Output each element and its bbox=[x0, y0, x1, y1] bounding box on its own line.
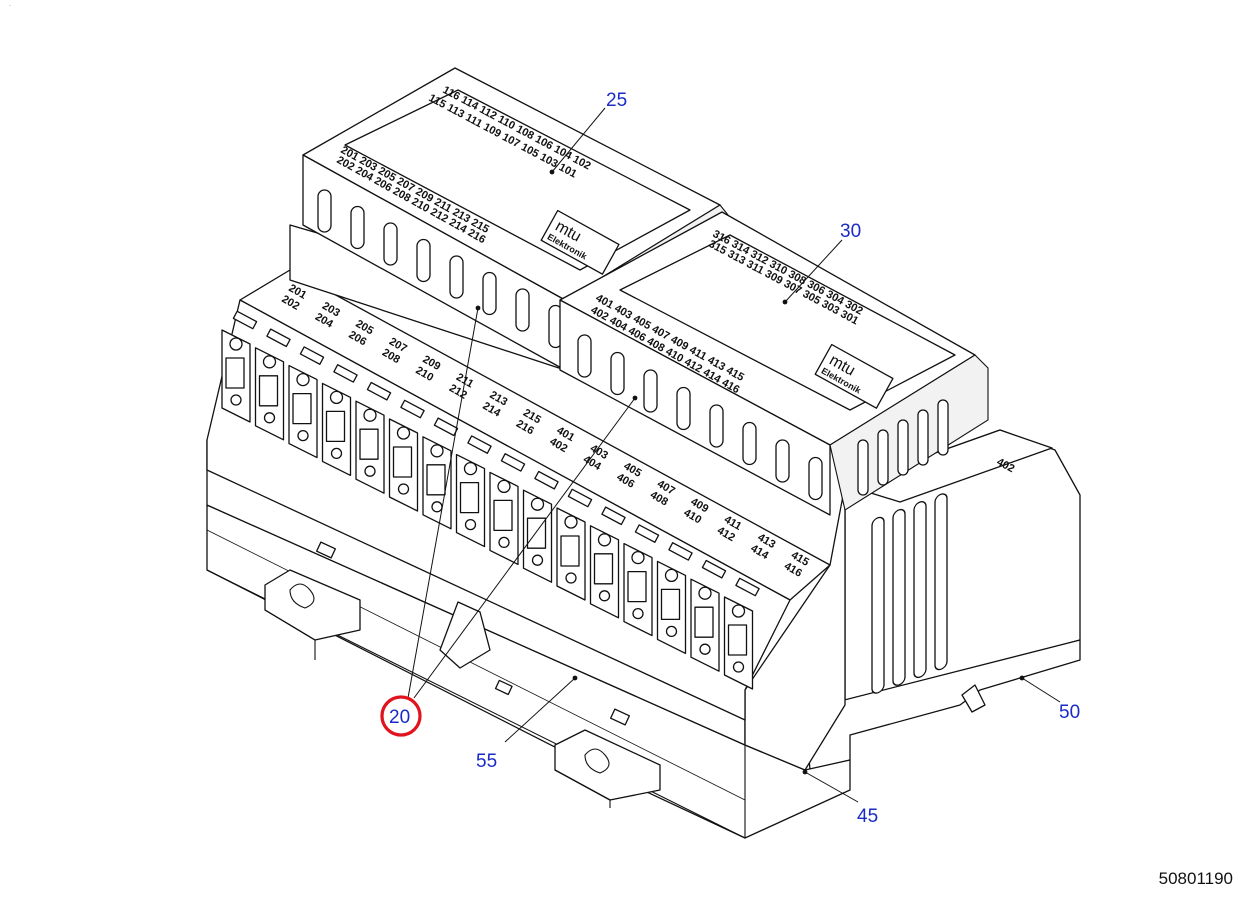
terminal-screw-icon bbox=[464, 518, 477, 531]
module-30-slot bbox=[610, 351, 625, 396]
leaders bbox=[407, 107, 1061, 803]
terminal-screw-icon bbox=[363, 408, 377, 422]
terminal-screw-icon bbox=[497, 479, 511, 494]
module-30-slot bbox=[775, 439, 790, 483]
terminal-screw-icon bbox=[230, 394, 242, 406]
module-30-slot bbox=[577, 334, 592, 378]
latch-small bbox=[494, 679, 513, 696]
terminal-screw-icon bbox=[732, 661, 745, 673]
module-25-slot bbox=[383, 222, 398, 266]
terminal-screw-icon bbox=[665, 625, 678, 638]
terminal-screw-icon bbox=[431, 501, 443, 513]
document-number: 50801190 bbox=[1158, 869, 1233, 888]
module-30-slot bbox=[709, 404, 724, 448]
terminal-screw-icon bbox=[597, 533, 612, 547]
module-30-side-slots bbox=[857, 399, 949, 496]
module-25-slot bbox=[515, 288, 530, 332]
terminal-screw-icon bbox=[632, 607, 644, 620]
terminal-screw-icon bbox=[396, 426, 411, 440]
terminal-block bbox=[455, 435, 492, 548]
module-30: mtu Elektronik 316 314 312 310 308 306 3… bbox=[559, 211, 1016, 516]
callout-20[interactable]: 20 bbox=[389, 707, 410, 728]
module-25-slot bbox=[449, 255, 464, 299]
terminal-screw-icon bbox=[564, 515, 578, 529]
module-30-slot bbox=[676, 386, 691, 431]
module-30-slot bbox=[643, 369, 658, 413]
terminal-screw-icon bbox=[664, 568, 679, 583]
terminal-screw-icon bbox=[329, 390, 344, 405]
leader-20b bbox=[413, 397, 636, 699]
terminal-screw-icon bbox=[631, 550, 645, 565]
terminal-screw-icon bbox=[530, 497, 545, 511]
terminal-screw-icon bbox=[699, 643, 711, 655]
latch-left bbox=[315, 541, 337, 559]
leader-30 bbox=[784, 239, 843, 303]
latch-mid bbox=[609, 708, 631, 726]
terminal-screw-icon bbox=[364, 465, 376, 477]
terminal-screw-icon bbox=[698, 586, 712, 600]
module-25-label-panel bbox=[344, 89, 691, 271]
latch-center bbox=[439, 601, 491, 669]
terminal-block bbox=[556, 488, 593, 601]
terminal-screw-icon bbox=[531, 554, 544, 566]
module-25-slot bbox=[482, 271, 497, 316]
terminal-block bbox=[489, 453, 526, 566]
callout-25[interactable]: 25 bbox=[606, 90, 627, 111]
callout-30[interactable]: 30 bbox=[840, 221, 861, 242]
terminal-screw-icon bbox=[330, 447, 343, 460]
terminal-screw-icon bbox=[430, 444, 444, 458]
callout-45[interactable]: 45 bbox=[857, 806, 878, 827]
terminal-screw-icon bbox=[463, 461, 478, 476]
module-25-slot bbox=[416, 238, 431, 283]
terminal-screw-icon bbox=[229, 337, 243, 351]
terminal-block bbox=[221, 310, 258, 423]
leader-55 bbox=[504, 677, 576, 743]
terminal-screw-icon bbox=[397, 483, 410, 495]
figure-marker: ` bbox=[9, 6, 11, 12]
module-30-slot bbox=[808, 456, 823, 501]
leader-20a bbox=[407, 307, 479, 699]
din-clip-left bbox=[264, 569, 361, 660]
rail-notch bbox=[961, 684, 986, 713]
terminal-block bbox=[321, 364, 358, 477]
highlight-ring bbox=[380, 695, 422, 737]
terminal-screw-icon bbox=[262, 355, 277, 369]
terminal-block bbox=[723, 577, 760, 690]
terminal-block bbox=[388, 399, 425, 512]
terminal-screw-icon bbox=[296, 372, 310, 387]
module-30-plug-face bbox=[559, 299, 831, 516]
module-30-slot bbox=[742, 421, 757, 466]
terminal-screw-icon bbox=[297, 429, 309, 442]
terminal-block bbox=[589, 506, 626, 619]
module-30-side bbox=[829, 354, 989, 511]
leader-50 bbox=[1021, 677, 1061, 703]
terminal-block bbox=[690, 559, 727, 672]
terminal-block bbox=[422, 417, 459, 530]
terminal-screw-icon bbox=[731, 604, 746, 618]
terminal-block bbox=[522, 470, 559, 583]
callouts: 25 30 20 55 50 45 bbox=[380, 90, 1080, 827]
terminal-screw-icon bbox=[565, 572, 577, 584]
terminal-screw-icon bbox=[263, 412, 276, 424]
leader-25 bbox=[551, 107, 606, 173]
terminal-block bbox=[288, 346, 325, 459]
terminal-block bbox=[656, 542, 693, 655]
module-25-slot bbox=[317, 189, 332, 233]
ventilation-slots bbox=[871, 493, 948, 694]
callout-55[interactable]: 55 bbox=[476, 751, 497, 772]
din-clip-right bbox=[554, 729, 661, 808]
terminal-block bbox=[355, 381, 392, 494]
terminal-screw-icon bbox=[598, 590, 611, 602]
callout-50[interactable]: 50 bbox=[1059, 702, 1080, 723]
terminal-screw-icon bbox=[498, 536, 510, 549]
leader-45 bbox=[804, 771, 859, 803]
terminal-block bbox=[254, 328, 291, 441]
module-25-slot bbox=[350, 205, 365, 250]
terminal-block bbox=[623, 524, 660, 637]
